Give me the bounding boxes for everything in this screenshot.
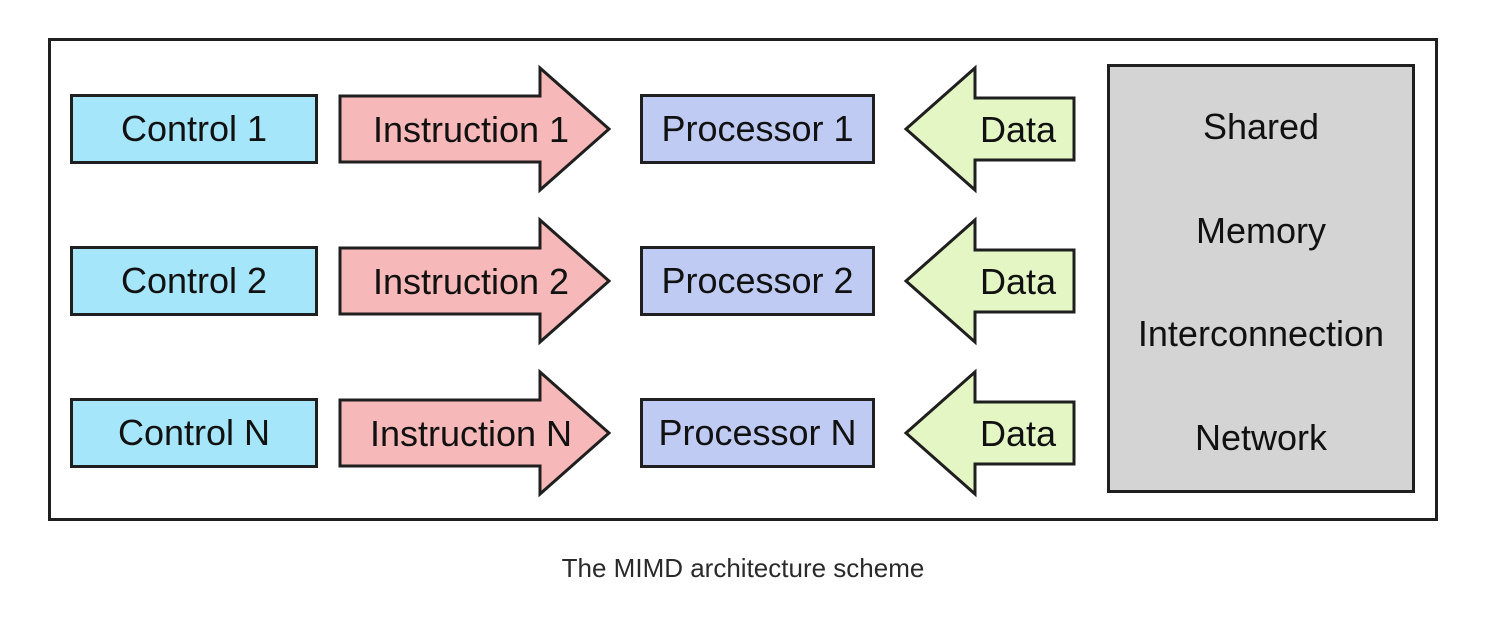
control-box-2-label: Control 2 [120,260,268,301]
data-arrow-2-shape [903,216,1076,346]
instruction-arrow-n: Instruction N [338,368,612,498]
data-arrow-2: Data [903,216,1076,346]
data-arrow-n-shape [903,368,1076,498]
instruction-arrow-2-label: Instruction 2 [373,261,569,302]
data-arrow-1: Data [903,64,1076,194]
instruction-arrow-n-shape [338,368,612,498]
instruction-arrow-n-label: Instruction N [370,413,572,454]
data-arrow-n: Data [903,368,1076,498]
control-box-2: Control 2 [70,246,318,316]
shared-memory-line-2: Memory [1195,209,1326,251]
shared-memory-box: Shared Memory Interconnection Network [1107,64,1415,493]
control-box-n-label: Control N [117,412,271,453]
data-arrow-2-label: Data [980,261,1057,302]
processor-box-1: Processor 1 [640,94,875,164]
shared-memory-line-3: Interconnection [1137,313,1385,355]
control-box-n: Control N [70,398,318,468]
data-arrow-1-shape [903,64,1076,194]
instruction-arrow-1-shape [338,64,612,194]
instruction-arrow-1-label: Instruction 1 [373,109,569,150]
instruction-arrow-2-shape [338,216,612,346]
figure-caption: The MIMD architecture scheme [561,553,925,583]
instruction-arrow-1: Instruction 1 [338,64,612,194]
shared-memory-line-4: Network [1194,417,1328,459]
processor-box-1-label: Processor 1 [661,108,854,149]
processor-box-2-label: Processor 2 [661,260,854,301]
shared-memory-line-1: Shared [1202,105,1320,147]
processor-box-n-label: Processor N [658,412,857,453]
processor-box-n: Processor N [640,398,875,468]
instruction-arrow-2: Instruction 2 [338,216,612,346]
control-box-1: Control 1 [70,94,318,164]
control-box-1-label: Control 1 [120,108,268,149]
processor-box-2: Processor 2 [640,246,875,316]
data-arrow-n-label: Data [980,413,1057,454]
data-arrow-1-label: Data [980,109,1057,150]
